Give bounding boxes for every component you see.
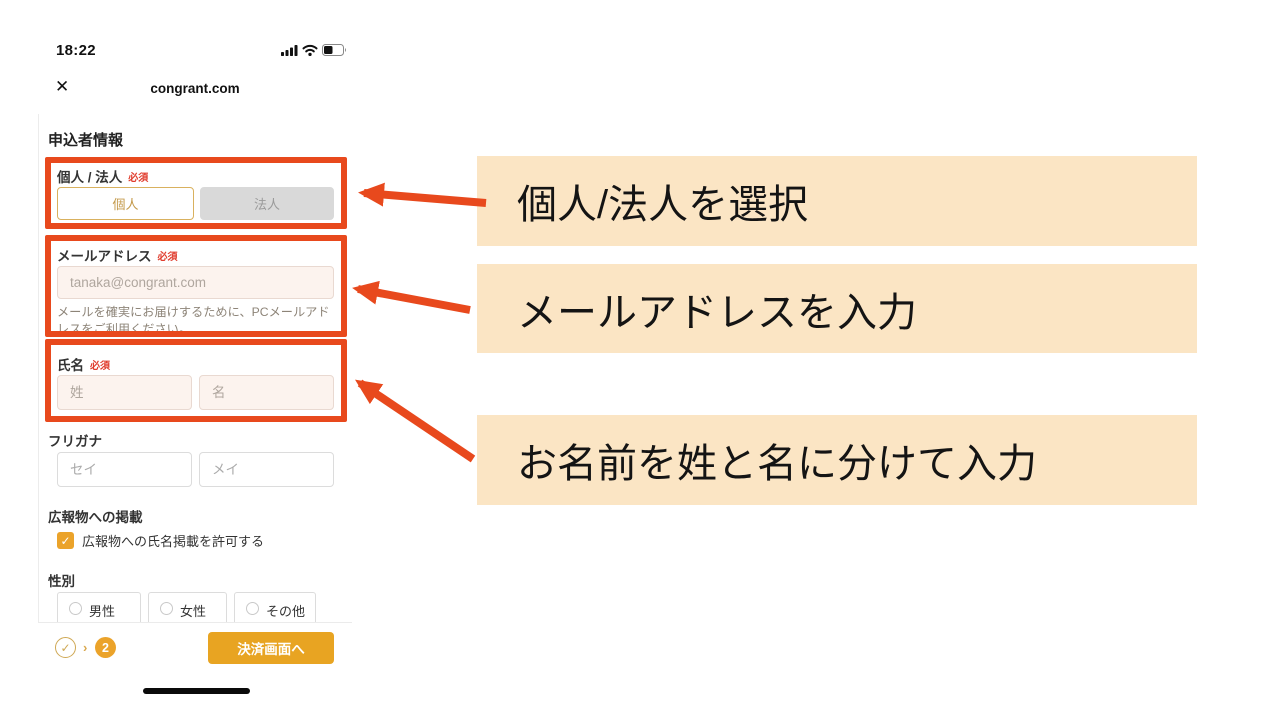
required-badge: 必須 [128, 172, 149, 184]
publication-checkbox-label: 広報物への氏名掲載を許可する [82, 534, 265, 549]
radio-icon [246, 602, 259, 615]
required-badge: 必須 [157, 251, 178, 263]
publication-label: 広報物への掲載 [48, 510, 143, 525]
annotation-highlight-box-1 [45, 157, 347, 229]
annotation-label-3: お名前を姓と名に分けて入力 [477, 415, 1197, 505]
phone-screenshot: 18:22 ✕ congrant.com 申込者情報 個人 / 法人 必須 個人… [38, 30, 352, 672]
form-section-title: 申込者情報 [48, 132, 124, 149]
form-footer-bar: ✓ › 2 決済画面へ [38, 622, 352, 672]
arrow-1 [358, 182, 487, 207]
radio-icon [160, 602, 173, 615]
battery-icon [322, 44, 346, 56]
furigana-last-input[interactable] [57, 452, 192, 487]
browser-url-title: congrant.com [150, 81, 240, 96]
furigana-first-input[interactable] [199, 452, 334, 487]
signal-icon [281, 45, 298, 56]
step-1-done-icon[interactable]: ✓ [55, 637, 76, 658]
furigana-label: フリガナ [48, 434, 102, 449]
annotation-label-2: メールアドレスを入力 [477, 264, 1197, 353]
email-label: メールアドレス 必須 [57, 249, 178, 264]
to-payment-button[interactable]: 決済画面へ [208, 632, 334, 664]
screenshot-edge-line [38, 114, 39, 672]
annotation-highlight-box-3 [45, 339, 347, 422]
annotation-label-1: 個人/法人を選択 [477, 156, 1197, 246]
gender-label: 性別 [48, 574, 75, 589]
arrow-2 [352, 280, 471, 314]
annotation-highlight-box-2 [45, 235, 347, 337]
email-input[interactable] [57, 266, 334, 299]
corporate-button[interactable]: 法人 [200, 187, 334, 220]
publication-checkbox-row[interactable]: ✓ 広報物への氏名掲載を許可する [57, 531, 264, 550]
step-2-badge[interactable]: 2 [95, 637, 116, 658]
name-label: 氏名 必須 [57, 358, 110, 373]
arrow-3 [355, 379, 476, 463]
radio-icon [69, 602, 82, 615]
checkbox-checked-icon[interactable]: ✓ [57, 532, 74, 549]
required-badge: 必須 [90, 360, 110, 372]
status-icons [281, 44, 348, 56]
individual-button[interactable]: 個人 [57, 187, 194, 220]
first-name-input[interactable] [199, 375, 334, 410]
close-button[interactable]: ✕ [55, 77, 70, 96]
home-indicator [143, 688, 250, 694]
entity-type-label: 個人 / 法人 必須 [57, 170, 149, 185]
status-time: 18:22 [56, 42, 96, 59]
chevron-right-icon: › [83, 640, 88, 655]
last-name-input[interactable] [57, 375, 192, 410]
wifi-icon [302, 44, 318, 56]
